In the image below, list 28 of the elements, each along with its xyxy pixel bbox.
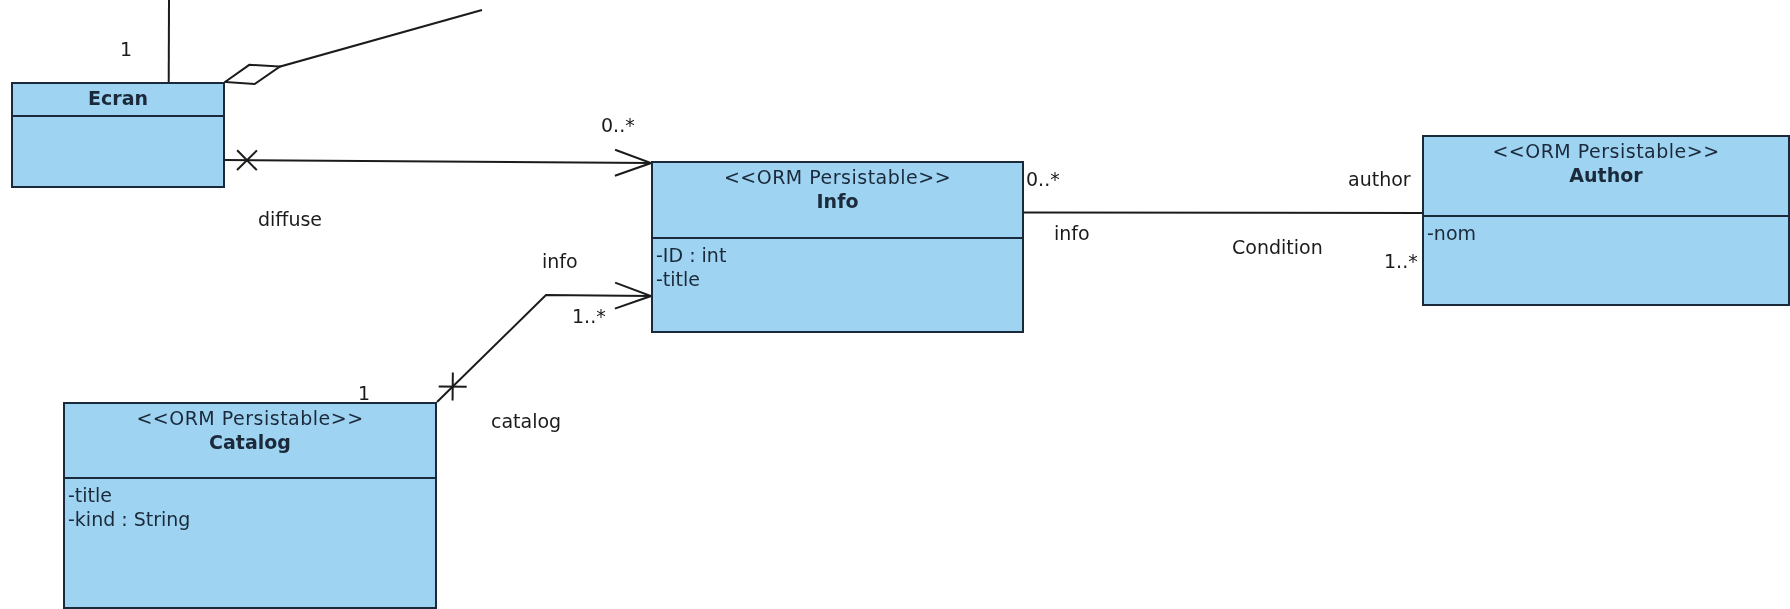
class-name: Author: [1569, 163, 1643, 187]
role-label: info: [1054, 222, 1090, 244]
attribute-text: -title: [655, 267, 700, 291]
attribute-text: -kind : String: [67, 507, 191, 531]
multiplicity-label: 1: [120, 38, 133, 60]
multiplicity-label: 1..*: [1384, 250, 1418, 272]
stereotype-label: <<ORM Persistable>>: [136, 406, 364, 430]
role-label: info: [542, 250, 578, 272]
multiplicity-label: 0..*: [1026, 168, 1060, 190]
multiplicity-label: 1..*: [572, 305, 606, 327]
class-name: Ecran: [88, 86, 148, 110]
attribute-text: -nom: [1426, 221, 1477, 245]
role-label: author: [1348, 168, 1411, 190]
class-name: Catalog: [209, 430, 291, 454]
role-label: Condition: [1232, 236, 1323, 258]
role-label: diffuse: [258, 208, 323, 230]
class-box: [11, 82, 225, 188]
class-box: [1422, 135, 1790, 306]
class-name: Info: [816, 189, 859, 213]
role-label: catalog: [491, 410, 562, 432]
stereotype-label: <<ORM Persistable>>: [1492, 139, 1720, 163]
class-box: [63, 402, 437, 609]
attribute-text: -title: [67, 483, 112, 507]
multiplicity-label: 1: [358, 382, 371, 404]
stereotype-label: <<ORM Persistable>>: [723, 165, 952, 189]
attribute-text: -ID : int: [655, 243, 727, 267]
multiplicity-label: 0..*: [601, 114, 635, 136]
class-box: [651, 161, 1024, 333]
